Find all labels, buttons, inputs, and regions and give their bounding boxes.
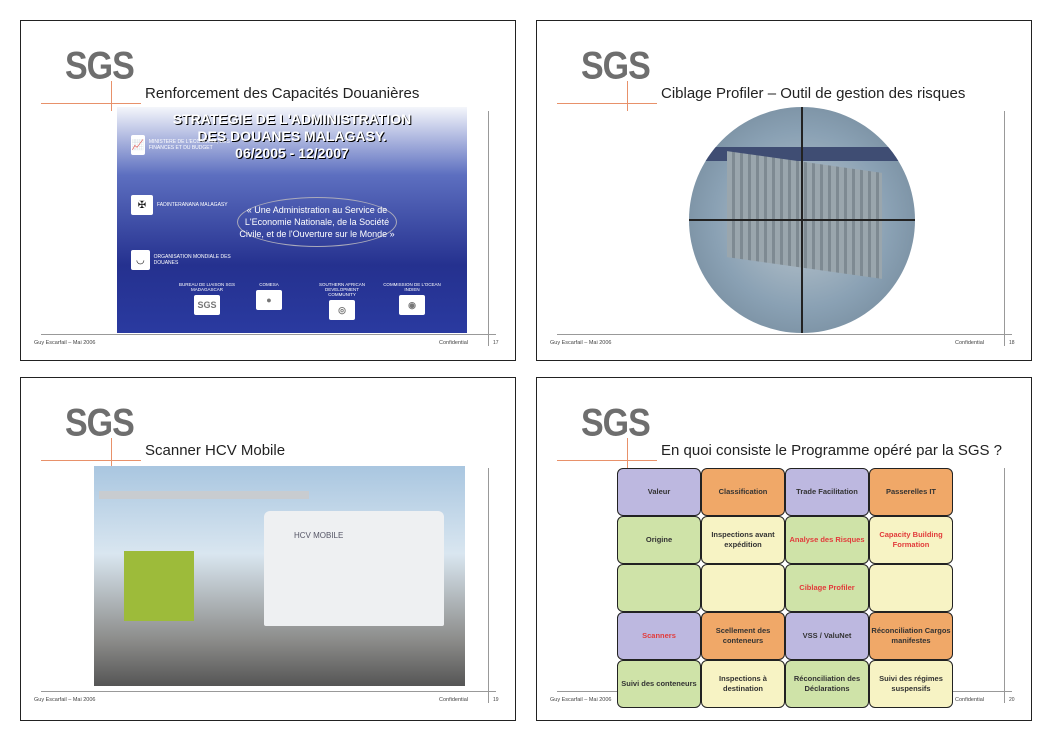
puzzle-piece: Suivi des conteneurs <box>617 660 701 708</box>
scanner-gantry <box>99 491 309 499</box>
puzzle-piece: Trade Facilitation <box>785 468 869 516</box>
footer-confidential: Confidential <box>439 340 469 346</box>
puzzle-piece <box>617 564 701 612</box>
bottom-org-4: COMMISSION DE L'OCEAN INDIEN ◉ <box>382 282 442 315</box>
puzzle-piece: Scanners <box>617 612 701 660</box>
footer-confidential: Confidential <box>955 340 985 346</box>
sgs-logo: SGS <box>581 401 651 445</box>
bottom-label: COMMISSION DE L'OCEAN INDIEN <box>383 282 441 292</box>
page-number: 19 <box>493 697 499 703</box>
puzzle-piece: Réconciliation Cargos manifestes <box>869 612 953 660</box>
image-heading-2: DES DOUANES MALAGASY. <box>197 128 387 144</box>
divider <box>1004 468 1005 703</box>
puzzle-piece: Ciblage Profiler <box>785 564 869 612</box>
puzzle-piece <box>701 564 785 612</box>
puzzle-piece: Valeur <box>617 468 701 516</box>
slide-title: Renforcement des Capacités Douanières <box>145 85 422 102</box>
logo-underline <box>41 103 141 104</box>
page-number: 18 <box>1009 340 1015 346</box>
slide-title: En quoi consiste le Programme opéré par … <box>661 442 1005 459</box>
footer-author: Guy Escarfail – Mai 2006 <box>550 340 612 346</box>
truck-label: HCV MOBILE <box>294 531 344 540</box>
wco-icon: ◡ <box>131 250 150 270</box>
footer-line <box>41 691 496 692</box>
side-label: MINISTERE DE L'ECONOMIE, DES FINANCES ET… <box>148 139 230 151</box>
page-number: 20 <box>1009 697 1015 703</box>
comesa-icon: ● <box>256 290 282 310</box>
slide-20: SGS En quoi consiste le Programme opéré … <box>536 377 1032 721</box>
logo-divider <box>111 81 112 111</box>
puzzle-piece: Passerelles IT <box>869 468 953 516</box>
slide-title: Ciblage Profiler – Outil de gestion des … <box>661 85 968 102</box>
image-heading-1: STRATEGIE DE L'ADMINISTRATION <box>172 111 412 127</box>
puzzle-piece <box>869 564 953 612</box>
side-org-2: ✠ FADINTERANANA MALAGASY <box>131 195 241 215</box>
slide-18: SGS Ciblage Profiler – Outil de gestion … <box>536 20 1032 361</box>
side-label: ORGANISATION MONDIALE DES DOUANES <box>153 254 231 266</box>
footer-confidential: Confidential <box>439 697 469 703</box>
sgs-small-logo: SGS <box>194 295 220 315</box>
footer-author: Guy Escarfail – Mai 2006 <box>550 697 612 703</box>
bottom-label: SOUTHERN AFRICAN DEVELOPMENT COMMUNITY <box>318 282 365 297</box>
puzzle-piece: Réconciliation des Déclarations <box>785 660 869 708</box>
footer-line <box>557 334 1012 335</box>
bottom-org-3: SOUTHERN AFRICAN DEVELOPMENT COMMUNITY ◎ <box>312 282 372 320</box>
logo-underline <box>557 103 657 104</box>
emblem-icon: ✠ <box>131 195 153 215</box>
logo-underline <box>41 460 141 461</box>
puzzle-piece: Origine <box>617 516 701 564</box>
divider <box>488 111 489 346</box>
puzzle-piece: Inspections à destination <box>701 660 785 708</box>
slide-17: SGS Renforcement des Capacités Douanière… <box>20 20 516 361</box>
chart-icon: 📈 <box>131 135 145 155</box>
divider <box>1004 111 1005 346</box>
bottom-label: BUREAU DE LIAISON SGS MADAGASCAR <box>178 282 235 292</box>
puzzle-piece: Classification <box>701 468 785 516</box>
sadc-icon: ◎ <box>329 300 355 320</box>
green-truck <box>124 551 194 621</box>
slide-title: Scanner HCV Mobile <box>145 442 288 459</box>
coi-icon: ◉ <box>399 295 425 315</box>
hcv-truck: HCV MOBILE <box>264 511 444 626</box>
logo-underline <box>557 460 657 461</box>
puzzle-piece: Suivi des régimes suspensifs <box>869 660 953 708</box>
image-quote: « Une Administration au Service de L'Eco… <box>237 197 397 247</box>
side-org-3: ◡ORGANISATION MONDIALE DES DOUANES <box>131 250 241 270</box>
puzzle-piece: Inspections avant expédition <box>701 516 785 564</box>
puzzle-piece: Analyse des Risques <box>785 516 869 564</box>
image-heading-3: 06/2005 - 12/2007 <box>235 145 349 161</box>
page-number: 17 <box>493 340 499 346</box>
sgs-logo: SGS <box>65 44 135 88</box>
sgs-logo: SGS <box>65 401 135 445</box>
side-org-1: 📈MINISTERE DE L'ECONOMIE, DES FINANCES E… <box>131 135 241 155</box>
footer-author: Guy Escarfail – Mai 2006 <box>34 697 96 703</box>
sgs-logo: SGS <box>581 44 651 88</box>
divider <box>488 468 489 703</box>
bottom-org-2: COMESA ● <box>239 282 299 310</box>
logo-divider <box>627 81 628 111</box>
container <box>727 151 882 279</box>
container-crosshair-image <box>689 107 915 333</box>
logo-divider <box>627 438 628 468</box>
crosshair-h <box>689 219 915 221</box>
bottom-label: COMESA <box>259 282 279 287</box>
footer-confidential: Confidential <box>955 697 985 703</box>
footer-line <box>41 334 496 335</box>
puzzle-piece: Capacity Building Formation <box>869 516 953 564</box>
logo-divider <box>111 438 112 468</box>
bottom-org-1: BUREAU DE LIAISON SGS MADAGASCAR SGS <box>177 282 237 315</box>
slide-19: SGS Scanner HCV Mobile HCV MOBILE Guy Es… <box>20 377 516 721</box>
side-label: FADINTERANANA MALAGASY <box>157 202 228 208</box>
footer-author: Guy Escarfail – Mai 2006 <box>34 340 96 346</box>
puzzle-piece: Scellement des conteneurs <box>701 612 785 660</box>
puzzle-piece: VSS / ValuNet <box>785 612 869 660</box>
scanner-truck-photo: HCV MOBILE <box>94 466 465 686</box>
